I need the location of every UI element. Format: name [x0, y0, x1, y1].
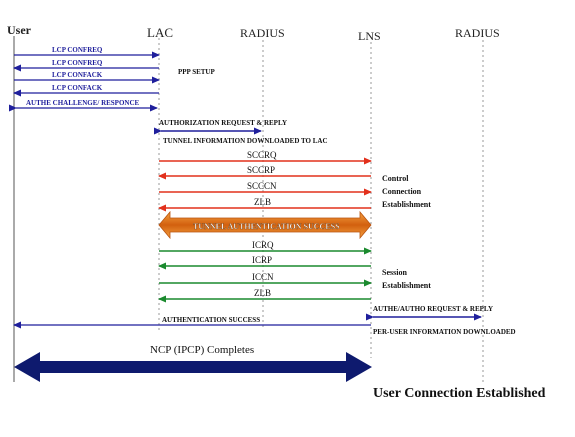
sccrp-label: SCCRP: [247, 165, 275, 175]
entity-lac: LAC: [147, 25, 173, 40]
zlb-label-1: ZLB: [254, 197, 271, 207]
session-note-line-1: Session: [382, 268, 407, 277]
per-user-label: PER-USER INFORMATION DOWNLOADED: [373, 328, 516, 336]
ppp-setup-label: PPP SETUP: [178, 68, 215, 76]
lcp-confack-label-2: LCP CONFACK: [52, 84, 103, 92]
entity-user: User: [7, 23, 32, 37]
tunnel-auth-arrow: [158, 210, 372, 240]
control-note-line-1: Control: [382, 174, 409, 183]
user-connection-established: User Connection Established: [373, 386, 546, 401]
session-note-line-2: Establishment: [382, 281, 431, 290]
entity-radius-1: RADIUS: [240, 26, 285, 40]
control-note-line-2: Connection: [382, 187, 422, 196]
entity-radius-2: RADIUS: [455, 26, 500, 40]
ncp-arrow: [14, 352, 372, 382]
icrq-label: ICRQ: [252, 240, 274, 250]
control-note-line-3: Establishment: [382, 200, 431, 209]
sccrq-label: SCCRQ: [247, 150, 277, 160]
entity-lns: LNS: [358, 29, 381, 43]
ncp-label: NCP (IPCP) Completes: [150, 344, 254, 356]
lcp-confack-label-1: LCP CONFACK: [52, 71, 103, 79]
authe-autho-label: AUTHE/AUTHO REQUEST & REPLY: [373, 305, 493, 313]
tunnel-info-label: TUNNEL INFORMATION DOWNLOADED TO LAC: [163, 137, 328, 145]
iccn-label: ICCN: [252, 272, 274, 282]
scccn-label: SCCCN: [247, 181, 277, 191]
authe-challenge-label: AUTHE CHALLENGE/ RESPONCE: [26, 99, 140, 107]
tunnel-auth-label: TUNNEL AUTHENTICATION SUCCESS: [193, 222, 340, 231]
auth-success-label: AUTHENTICATION SUCCESS: [162, 316, 260, 324]
zlb-label-2: ZLB: [254, 288, 271, 298]
lcp-confreq-label-1: LCP CONFREQ: [52, 46, 103, 54]
lcp-confreq-label-2: LCP CONFREQ: [52, 59, 103, 67]
authorization-label: AUTHORIZATION REQUEST & REPLY: [159, 119, 287, 127]
icrp-label: ICRP: [252, 255, 272, 265]
